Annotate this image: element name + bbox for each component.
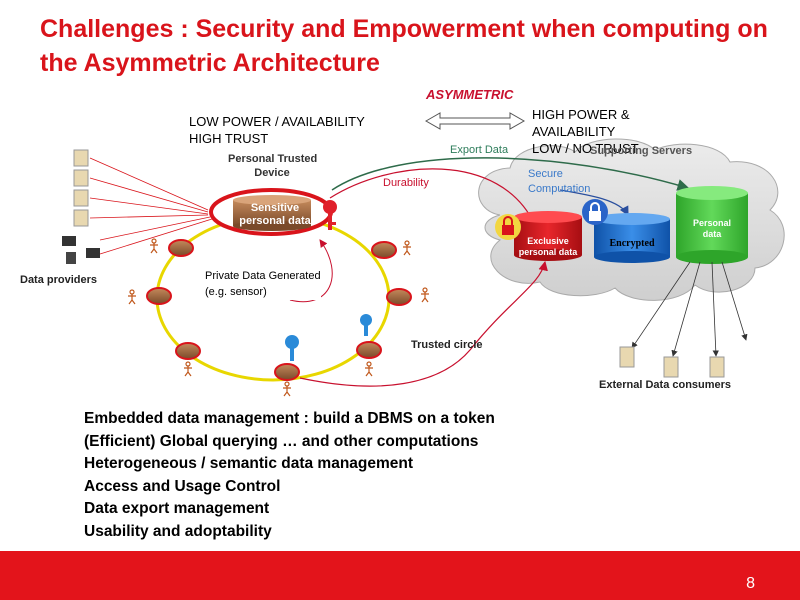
page-number: 8	[746, 575, 755, 592]
architecture-diagram	[62, 112, 785, 397]
durability-label: Durability	[383, 177, 429, 189]
secure-computation-arrow	[559, 189, 629, 217]
list-item: Heterogeneous / semantic data management	[84, 455, 414, 472]
asymmetric-double-arrow	[424, 112, 526, 130]
external-consumers-label: External Data consumers	[599, 379, 732, 391]
red-lock-icon	[495, 214, 521, 240]
data-providers-label: Data providers	[20, 274, 98, 286]
private-data-arrow	[289, 239, 333, 303]
list-item: Usability and adoptability	[84, 522, 272, 540]
encrypted-data-cylinder	[594, 213, 670, 263]
external-consumer-icons	[619, 346, 725, 378]
slide-title: Challenges : Security and Empowerment wh…	[40, 15, 768, 77]
sensitive-data-cylinder	[233, 195, 311, 231]
supporting-servers-label: Supporting Servers	[590, 145, 693, 157]
footer-bar	[0, 551, 800, 600]
list-item: (Efficient) Global querying … and other …	[84, 432, 479, 450]
external-consumer-arrows	[631, 261, 748, 357]
asymmetric-label: ASYMMETRIC	[426, 87, 514, 102]
personal-data-cylinder	[676, 186, 748, 264]
exclusive-data-cylinder	[514, 211, 582, 261]
blue-key-icons	[285, 314, 372, 361]
list-item: Access and Usage Control	[84, 477, 281, 495]
export-data-arrow	[331, 157, 690, 191]
durability-arrow	[329, 168, 536, 227]
list-item: Embedded data management : build a DBMS …	[84, 410, 495, 427]
export-data-label: Export Data	[450, 144, 509, 156]
list-item: Data export management	[84, 500, 270, 517]
trusted-circle-label: Trusted circle	[411, 339, 483, 351]
private-data-label: Private Data Generated(e.g. sensor)	[205, 268, 321, 300]
blue-lock-icon	[582, 199, 608, 225]
token-nodes	[146, 239, 412, 381]
challenge-list: Embedded data management : build a DBMS …	[84, 408, 495, 566]
encrypted-label: Encrypted	[609, 238, 655, 249]
trusted-circle-arrow	[299, 260, 548, 387]
user-figures	[128, 238, 429, 397]
red-key-icon	[323, 200, 337, 230]
data-provider-icons	[62, 149, 100, 264]
provider-arrows	[89, 157, 213, 255]
